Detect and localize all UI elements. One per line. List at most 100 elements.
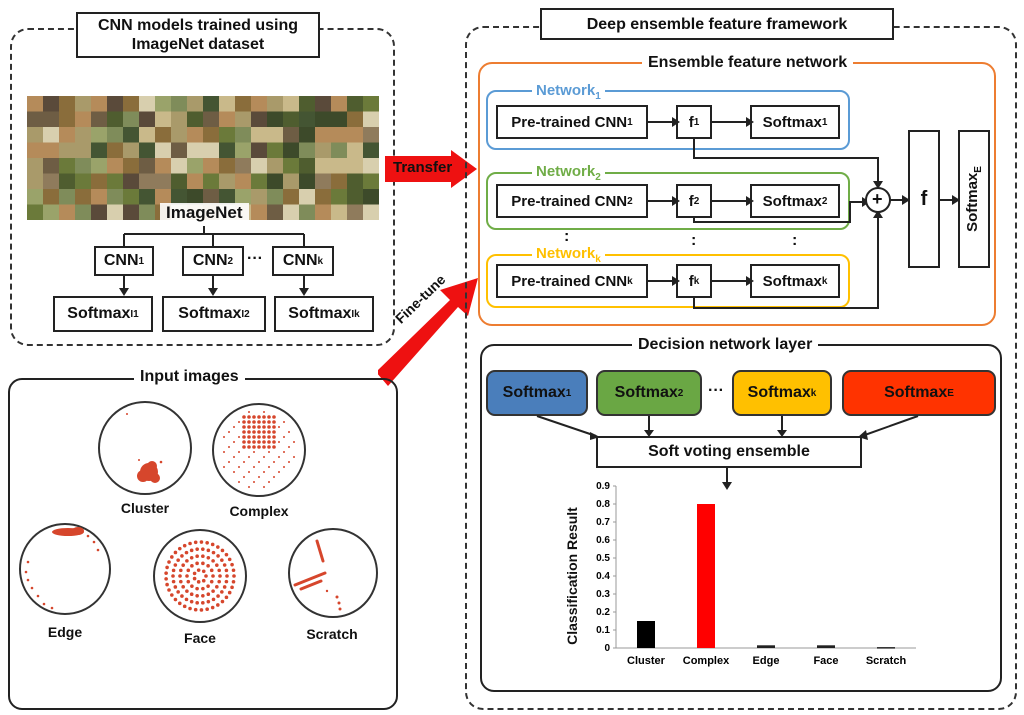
- defect-dot: [201, 578, 206, 583]
- mosaic-tile: [75, 96, 91, 112]
- defect-dot: [233, 456, 235, 458]
- defect-dot: [189, 548, 194, 553]
- defect-dot: [164, 571, 168, 575]
- defect-dot: [181, 585, 185, 589]
- defect-dot: [272, 435, 276, 439]
- defect-dot: [273, 476, 275, 478]
- mosaic-tile: [155, 189, 171, 205]
- mosaic-tile: [59, 111, 75, 127]
- defect-dot: [272, 430, 276, 434]
- defect-dot: [278, 441, 280, 443]
- defect-dot: [257, 425, 261, 429]
- defect-dot: [257, 440, 261, 444]
- x-category-label: Face: [813, 655, 838, 667]
- defect-dot: [228, 431, 230, 433]
- defect-dot: [267, 415, 271, 419]
- mosaic-tile: [91, 111, 107, 127]
- mosaic-tile: [315, 158, 331, 174]
- finetune-arrow: [378, 278, 478, 386]
- defect-dot: [199, 540, 204, 544]
- mosaic-tile: [347, 127, 363, 143]
- defect-dot: [233, 471, 235, 473]
- defect-dot: [253, 466, 255, 468]
- mosaic-tile: [235, 96, 251, 112]
- defect-dot: [242, 415, 246, 419]
- defect-dot: [242, 435, 246, 439]
- y-tick-label: 0.9: [596, 481, 610, 492]
- defect-dot: [181, 563, 185, 567]
- defect-dot: [42, 602, 46, 606]
- defect-dot: [242, 425, 246, 429]
- defect-dot: [278, 426, 280, 428]
- defect-dot: [258, 476, 260, 478]
- mosaic-tile: [155, 127, 171, 143]
- mosaic-tile: [75, 111, 91, 127]
- scratch-label: Scratch: [306, 626, 358, 642]
- mosaic-tile: [155, 158, 171, 174]
- defect-dot: [224, 568, 229, 573]
- defect-dot: [185, 574, 189, 578]
- mosaic-tile: [219, 189, 235, 205]
- mosaic-tile: [299, 204, 315, 220]
- defect-dot: [231, 568, 236, 573]
- mosaic-tile: [91, 158, 107, 174]
- decision-layer-title: Decision network layer: [632, 336, 819, 354]
- defect-dot: [201, 547, 205, 551]
- defect-dot: [173, 550, 178, 555]
- defect-dot: [206, 548, 211, 553]
- defect-dot: [224, 552, 229, 557]
- defect-dot: [205, 540, 209, 545]
- defect-dot: [171, 574, 175, 578]
- defect-dot: [288, 461, 290, 463]
- mosaic-tile: [235, 127, 251, 143]
- mosaic-tile: [91, 204, 107, 220]
- defect-dot: [222, 585, 227, 589]
- x-category-label: Scratch: [866, 655, 907, 667]
- mosaic-tile: [91, 142, 107, 158]
- mosaic-tile: [315, 173, 331, 189]
- mosaic-tile: [315, 142, 331, 158]
- mosaic-tile: [267, 189, 283, 205]
- mosaic-tile: [347, 111, 363, 127]
- defect-dot: [238, 436, 240, 438]
- mosaic-tile: [27, 96, 43, 112]
- mosaic-tile: [139, 111, 155, 127]
- bar-face: [817, 645, 835, 648]
- defect-dot: [268, 466, 270, 468]
- defect-dot: [262, 440, 266, 444]
- defect-dot: [217, 568, 221, 573]
- defect-dot: [257, 430, 261, 434]
- defect-dot: [253, 451, 255, 453]
- defect-dot: [96, 548, 100, 552]
- defect-dot: [252, 435, 256, 439]
- defect-dot: [293, 441, 295, 443]
- defect-dot: [247, 440, 251, 444]
- imagenet-label: ImageNet: [160, 203, 249, 223]
- mosaic-tile: [107, 111, 123, 127]
- defect-dot: [272, 440, 276, 444]
- defect-dot: [267, 425, 271, 429]
- defect-dot: [189, 556, 194, 560]
- face-label: Face: [184, 630, 216, 646]
- defect-dot: [201, 569, 206, 574]
- defect-dot: [216, 603, 220, 607]
- defect-dot: [263, 456, 265, 458]
- defect-dot: [238, 466, 240, 468]
- defect-dot: [273, 461, 275, 463]
- defect-dot: [193, 540, 198, 545]
- defect-dot: [232, 574, 236, 578]
- defect-dot: [179, 568, 183, 573]
- mosaic-tile: [43, 127, 59, 143]
- mosaic-tile: [219, 96, 235, 112]
- defect-dot: [220, 599, 225, 604]
- mosaic-tile: [107, 96, 123, 112]
- defect-dot: [220, 548, 225, 553]
- defect-dot: [210, 542, 215, 547]
- defect-dot: [173, 585, 178, 589]
- mosaic-tile: [251, 127, 267, 143]
- soft-voting-box: Soft voting ensemble: [596, 436, 862, 468]
- mosaic-tile: [155, 142, 171, 158]
- defect-dot: [188, 541, 192, 546]
